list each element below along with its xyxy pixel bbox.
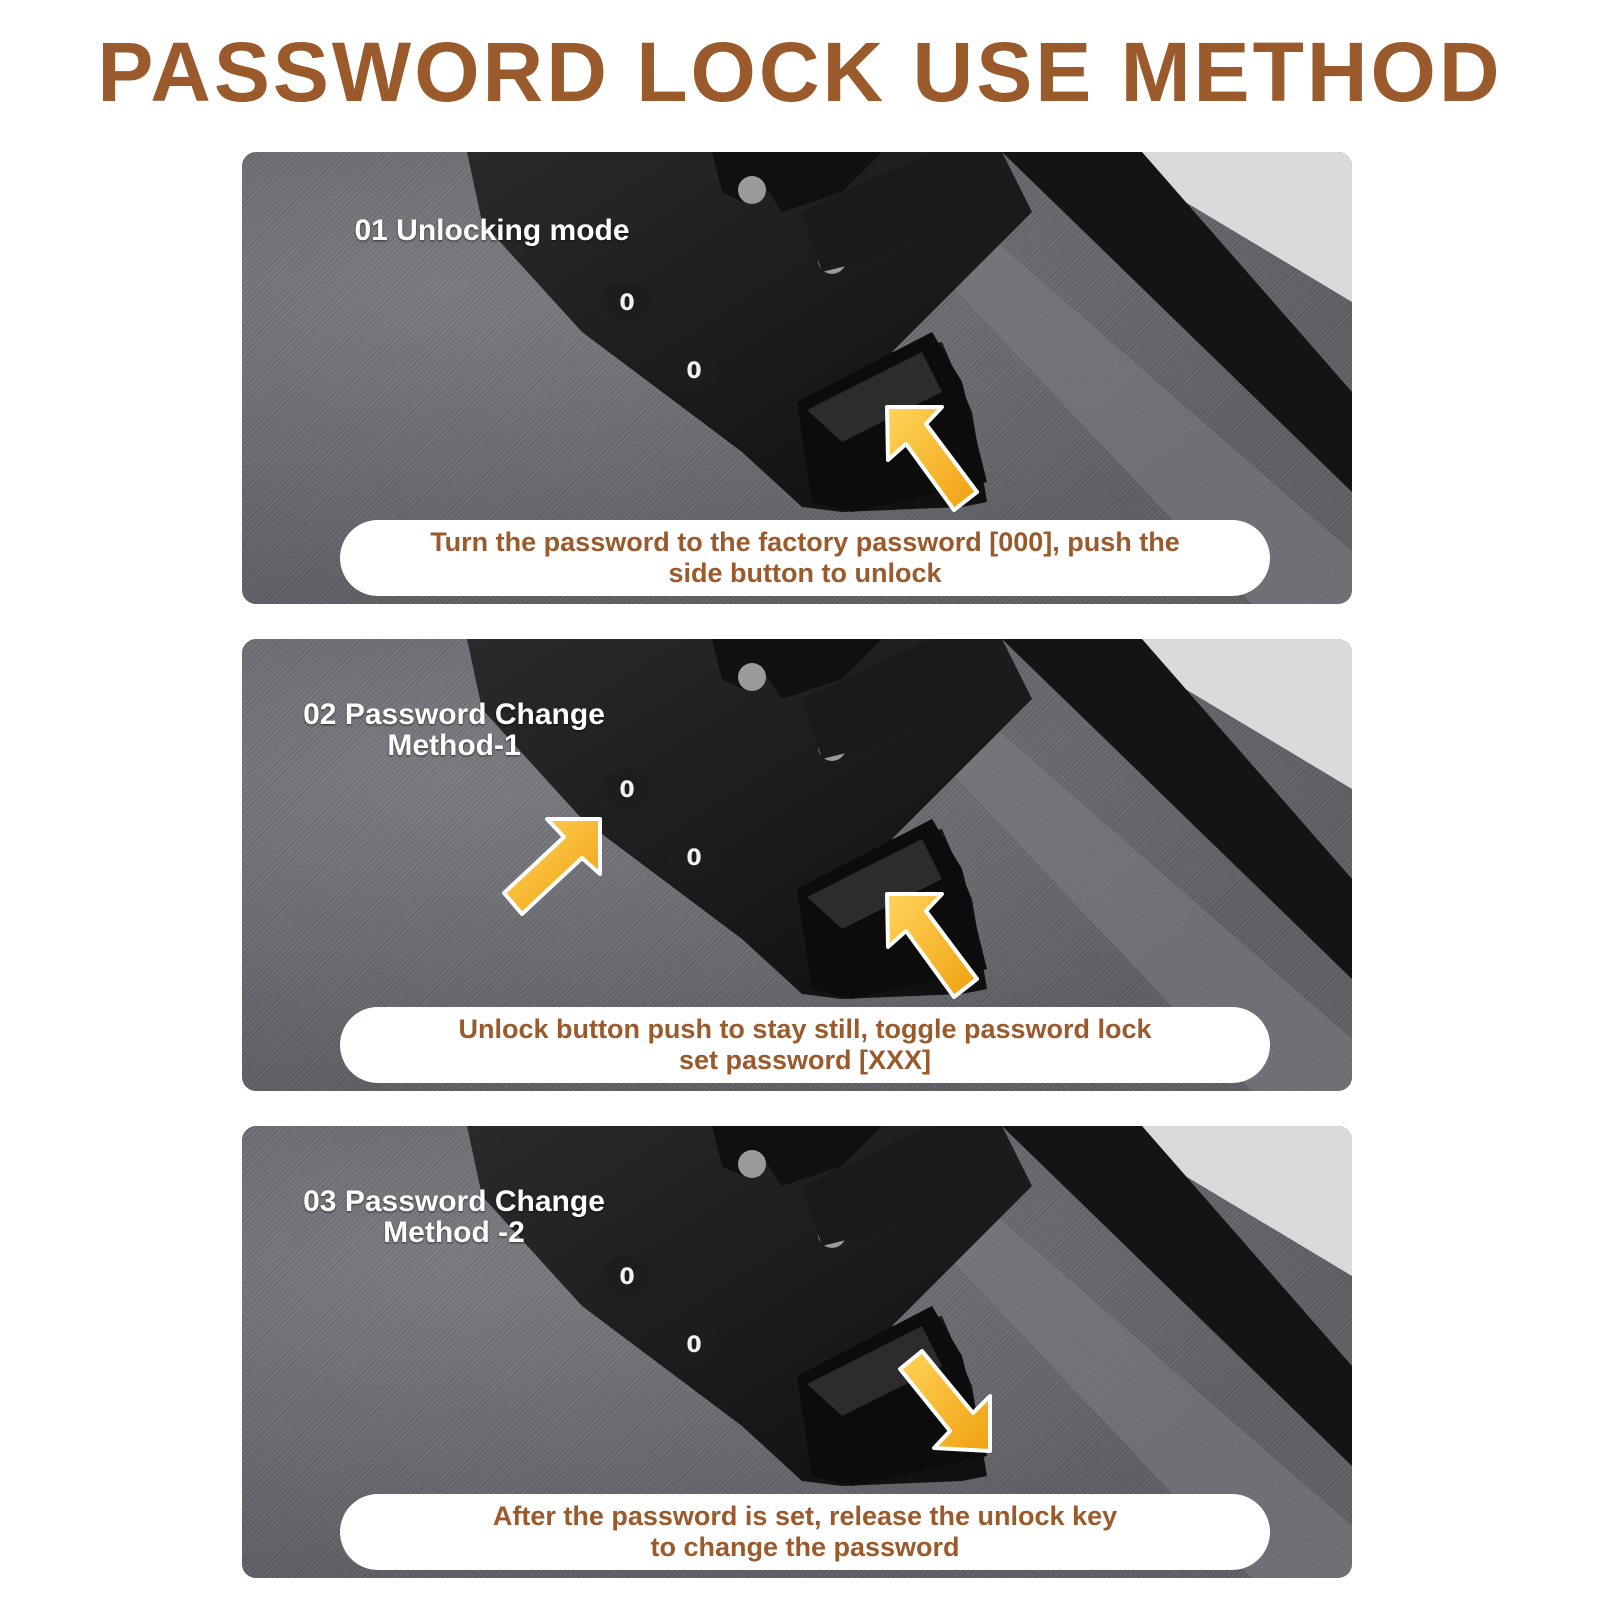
dial-digit: 0 bbox=[619, 1265, 634, 1290]
lock-photo: 0 0 bbox=[467, 639, 1352, 1091]
dial-digit: 0 bbox=[619, 291, 634, 316]
step-label: 02 Password Change Method-1 bbox=[303, 698, 605, 762]
dial-digit: 0 bbox=[686, 846, 701, 871]
arrow-up-left-icon bbox=[885, 892, 979, 999]
step-panel-2: 0 0 02 Password Change Method-1 Unlock b… bbox=[242, 639, 1352, 1091]
dial-wheel: 0 bbox=[668, 350, 720, 390]
step-caption: Turn the password to the factory passwor… bbox=[340, 520, 1270, 596]
dial-wheel: 0 bbox=[601, 769, 653, 809]
arrow-down-right-icon bbox=[898, 1349, 992, 1453]
dial-digit: 0 bbox=[686, 359, 701, 384]
step-panel-3: 0 0 03 Password Change Method -2 After t… bbox=[242, 1126, 1352, 1578]
lock-photo: 0 0 bbox=[467, 1126, 1352, 1578]
dial-wheel: 0 bbox=[601, 1256, 653, 1296]
step-caption: Unlock button push to stay still, toggle… bbox=[340, 1007, 1270, 1083]
lock-photo: 0 0 bbox=[467, 152, 1352, 604]
arrow-up-left-icon bbox=[885, 405, 979, 512]
dial-digit: 0 bbox=[686, 1333, 701, 1358]
step-panel-1: 0 0 01 Unlocking mode Turn the password … bbox=[242, 152, 1352, 604]
page-title: PASSWORD LOCK USE METHOD bbox=[97, 25, 1503, 119]
arrow-up-right-icon bbox=[502, 817, 602, 916]
dial-wheel: 0 bbox=[668, 837, 720, 877]
step-label: 03 Password Change Method -2 bbox=[303, 1185, 605, 1249]
step-caption: After the password is set, release the u… bbox=[340, 1494, 1270, 1570]
dial-wheel: 0 bbox=[668, 1324, 720, 1364]
dial-digit: 0 bbox=[619, 778, 634, 803]
step-label: 01 Unlocking mode bbox=[354, 214, 630, 247]
dial-wheel: 0 bbox=[601, 282, 653, 322]
